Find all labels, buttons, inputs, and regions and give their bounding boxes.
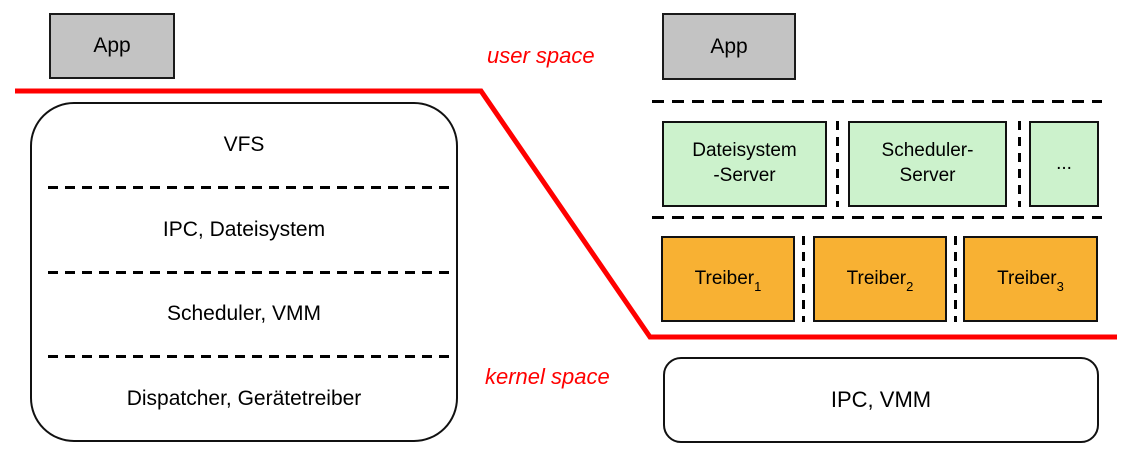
treiber3-box: Treiber3	[963, 236, 1098, 322]
microkernel-kernel-label: IPC, VMM	[830, 387, 932, 412]
layer-ipc-dateisystem: IPC, Dateisystem	[32, 189, 456, 271]
layer-divider	[48, 185, 452, 189]
layer-dispatcher-geraetetreiber: Dispatcher, Gerätetreiber	[32, 358, 456, 440]
server-divider	[836, 121, 839, 207]
scheduler-server-line2: Server	[899, 165, 956, 186]
more-servers-label: ...	[1056, 152, 1072, 174]
treiber3-label: Treiber3	[997, 268, 1064, 294]
microkernel-kernel-box: IPC, VMM	[663, 357, 1099, 443]
layer-scheduler-vmm-label: Scheduler, VMM	[166, 302, 322, 326]
microkernel-app-box: App	[662, 13, 796, 80]
driver-divider	[954, 236, 957, 322]
microkernel-app-label: App	[710, 34, 748, 58]
user-space-label: user space	[487, 43, 595, 68]
monolithic-app-box: App	[49, 13, 175, 79]
more-servers-box: ...	[1029, 121, 1099, 207]
kernel-space-label: kernel space	[485, 364, 610, 389]
driver-divider	[802, 236, 805, 322]
server-divider	[1018, 121, 1021, 207]
monolithic-app-label: App	[93, 34, 131, 57]
layer-scheduler-vmm: Scheduler, VMM	[32, 274, 456, 356]
treiber1-box: Treiber1	[661, 236, 795, 322]
process-separator-line	[652, 100, 1102, 103]
treiber2-box: Treiber2	[813, 236, 947, 322]
scheduler-server-line1: Scheduler-	[881, 140, 974, 162]
layer-dispatcher-geraetetreiber-label: Dispatcher, Gerätetreiber	[126, 387, 362, 411]
treiber1-label: Treiber1	[694, 268, 762, 294]
dateisystem-server-line2: -Server	[713, 165, 776, 186]
layer-vfs-label: VFS	[223, 132, 265, 156]
dateisystem-server-box: Dateisystem -Server	[662, 121, 827, 207]
monolithic-kernel-box: VFS IPC, Dateisystem Scheduler, VMM Disp…	[30, 102, 458, 442]
layer-divider	[48, 355, 452, 359]
process-separator-line	[652, 216, 1102, 219]
layer-vfs: VFS	[32, 104, 456, 186]
scheduler-server-box: Scheduler- Server	[848, 121, 1007, 207]
layer-divider	[48, 270, 452, 274]
treiber2-label: Treiber2	[846, 268, 914, 294]
layer-ipc-dateisystem-label: IPC, Dateisystem	[162, 217, 326, 241]
dateisystem-server-line1: Dateisystem	[692, 140, 797, 162]
